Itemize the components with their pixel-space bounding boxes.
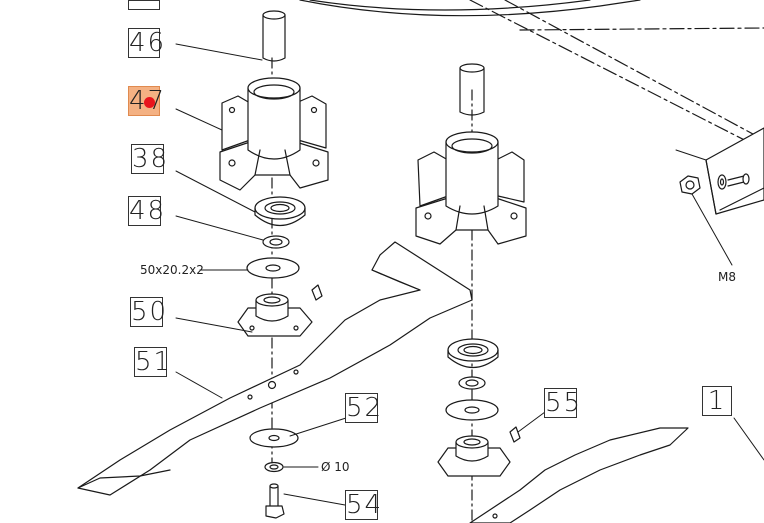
bolt-left — [265, 483, 285, 519]
callout-50: 50 — [130, 297, 169, 327]
washer-small-right — [458, 376, 486, 390]
washer-small-left — [262, 235, 290, 249]
housing-edge — [299, 0, 641, 17]
callout-38: 38 — [131, 144, 170, 174]
centerline-1 — [504, 0, 764, 141]
bearing-left — [254, 196, 306, 227]
callout-51: 51 — [134, 347, 173, 377]
spacer-tube-right — [459, 63, 485, 116]
housing-edge-inner — [309, 0, 591, 11]
centerline-2 — [469, 0, 764, 151]
washer-size-label: 50x20.2x2 — [140, 263, 204, 277]
lock-washer-left — [264, 461, 284, 473]
key-left — [311, 284, 323, 301]
nut-m8 — [679, 175, 701, 195]
callout-52: 52 — [345, 393, 384, 423]
blade-right — [469, 427, 689, 523]
callout-1: 1 — [702, 386, 732, 416]
blade-hub-right — [415, 131, 527, 245]
spacer-tube-left — [262, 10, 286, 62]
blade-adapter-right — [437, 435, 511, 477]
callout-partial-top — [128, 0, 160, 10]
blade-adapter-left — [237, 293, 313, 337]
leader-lines — [175, 43, 764, 506]
blade-hub-left — [219, 77, 329, 191]
bearing-right — [447, 338, 499, 369]
washer-large-left — [246, 257, 300, 279]
blade-left — [77, 241, 473, 496]
nut-size-label: M8 — [718, 270, 736, 284]
diameter-label: Ø 10 — [321, 460, 350, 474]
centerline-3 — [519, 27, 764, 31]
selection-marker-dot — [144, 97, 155, 108]
key-right — [509, 426, 521, 443]
callout-54: 54 — [345, 490, 384, 520]
washer-m8 — [717, 173, 750, 190]
callout-48: 48 — [128, 196, 167, 226]
callout-46: 46 — [128, 28, 167, 58]
callout-55: 55 — [544, 388, 583, 418]
washer-blade-left — [249, 428, 299, 448]
washer-large-right — [445, 399, 499, 421]
deflector-bracket — [705, 127, 764, 215]
